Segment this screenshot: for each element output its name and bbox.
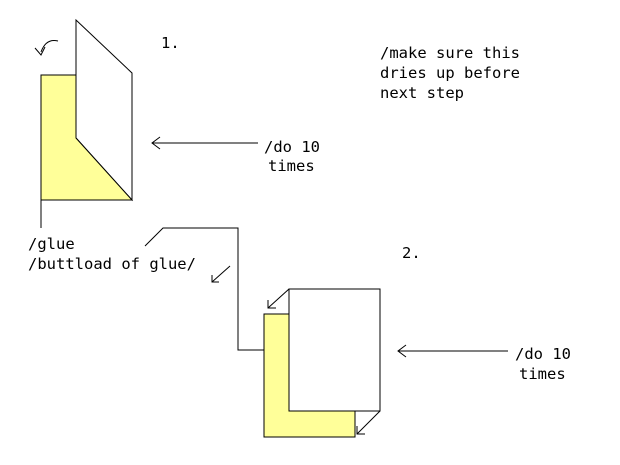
glue-connector-line <box>144 227 275 351</box>
buttload-glue-label: /buttload of glue/ <box>28 255 196 273</box>
dry-note-line-3: next step <box>380 84 464 102</box>
step2-corner-bottom <box>356 410 381 435</box>
step2-corner-top <box>267 288 290 309</box>
arrow-down-left-icon <box>211 265 231 283</box>
dry-note: /make sure this dries up before next ste… <box>380 44 520 102</box>
dry-note-line-2: dries up before <box>380 64 520 82</box>
glue-label: /glue <box>28 235 75 253</box>
arrow-left-icon <box>151 136 258 150</box>
dry-note-line-1: /make sure this <box>380 44 520 62</box>
step2-repeat-line-1: /do 10 <box>515 345 571 363</box>
step2-front-sheet <box>288 288 381 412</box>
step2-number: 2. <box>402 244 421 262</box>
step2-figure <box>263 288 381 438</box>
step1-glue-area <box>40 74 134 201</box>
step1-figure <box>34 18 134 228</box>
step1-repeat-line-2: times <box>268 157 315 175</box>
step1-number: 1. <box>161 34 180 52</box>
step2-repeat-line-2: times <box>519 365 566 383</box>
arrow-left-icon <box>397 344 508 358</box>
curved-arrow-icon <box>34 40 59 56</box>
step1-repeat-line-1: /do 10 <box>264 138 320 156</box>
